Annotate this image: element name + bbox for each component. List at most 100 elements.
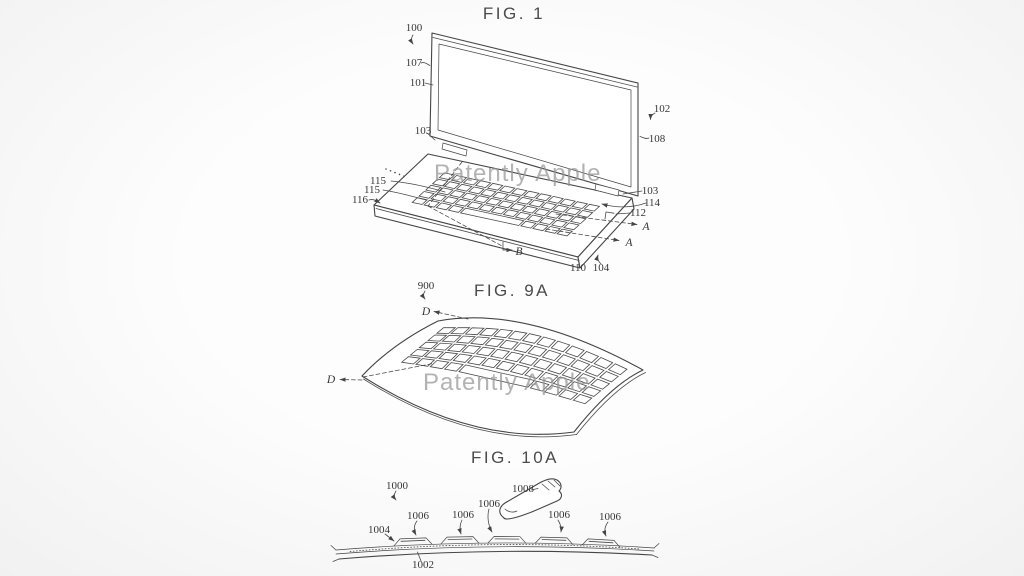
key bbox=[498, 185, 516, 194]
key bbox=[547, 195, 564, 204]
leader-lines bbox=[368, 34, 656, 265]
key bbox=[455, 335, 477, 344]
laptop-base bbox=[373, 153, 635, 269]
key bbox=[544, 226, 561, 234]
key bbox=[558, 389, 579, 400]
ref-1006-4: 1006 bbox=[548, 509, 571, 521]
ref-1008: 1008 bbox=[512, 483, 535, 495]
key bbox=[438, 351, 459, 361]
key bbox=[584, 365, 605, 377]
key bbox=[593, 357, 614, 369]
key bbox=[540, 202, 558, 210]
ref-102: 102 bbox=[654, 103, 671, 115]
watermark-fig9a: Patently Apple bbox=[423, 369, 590, 396]
key bbox=[435, 327, 457, 334]
ref-114: 114 bbox=[644, 197, 661, 209]
key bbox=[575, 373, 596, 385]
ref-1006-5: 1006 bbox=[599, 511, 622, 523]
key bbox=[538, 371, 559, 384]
key bbox=[470, 336, 491, 346]
key bbox=[550, 340, 571, 353]
key bbox=[572, 393, 593, 405]
key-bump bbox=[400, 539, 426, 542]
hinge-right bbox=[594, 183, 620, 197]
curved-keyboard-grid bbox=[400, 327, 628, 405]
figure-1-title: FIG. 1 bbox=[483, 4, 545, 23]
keyboard-grid bbox=[411, 172, 601, 237]
key bbox=[442, 196, 460, 205]
key bbox=[521, 333, 542, 344]
key bbox=[461, 192, 478, 201]
key bbox=[438, 172, 456, 181]
curved-panel bbox=[361, 317, 646, 438]
key bbox=[521, 205, 539, 214]
key bbox=[449, 190, 466, 198]
key bbox=[564, 207, 582, 216]
key bbox=[552, 204, 570, 213]
section-a-label-2: A bbox=[624, 237, 633, 249]
key bbox=[510, 188, 528, 196]
ref-101: 101 bbox=[410, 77, 427, 89]
key bbox=[547, 363, 568, 375]
key bbox=[462, 177, 480, 186]
key bbox=[545, 210, 563, 219]
key bbox=[607, 363, 628, 376]
key bbox=[520, 220, 537, 229]
key bbox=[424, 184, 442, 193]
key bbox=[570, 359, 591, 372]
figure-10a-title: FIG. 10A bbox=[471, 448, 559, 467]
key bbox=[458, 364, 536, 388]
ref-100: 100 bbox=[406, 22, 423, 34]
key bbox=[538, 217, 556, 225]
ref-900: 900 bbox=[418, 280, 435, 292]
key bbox=[446, 343, 468, 353]
key bbox=[513, 342, 534, 353]
key-bump bbox=[393, 537, 433, 547]
key bbox=[466, 201, 484, 210]
ref-116: 116 bbox=[352, 194, 369, 206]
mic-dots bbox=[385, 168, 405, 177]
section-lines bbox=[427, 161, 638, 253]
hinge-left bbox=[441, 142, 468, 157]
key bbox=[450, 175, 468, 183]
key bbox=[484, 337, 505, 348]
key bbox=[455, 183, 473, 192]
section-b-label: B bbox=[515, 246, 522, 258]
key bbox=[486, 182, 504, 191]
key bbox=[466, 355, 487, 366]
key bbox=[561, 367, 582, 380]
key bbox=[550, 219, 568, 228]
figure-9a-curved-panel: FIG. 9A 900 D D Patently Apple bbox=[326, 280, 646, 438]
ref-108: 108 bbox=[649, 133, 666, 145]
key bbox=[559, 198, 577, 207]
key bbox=[478, 327, 500, 337]
key bbox=[543, 384, 564, 396]
key bbox=[431, 178, 449, 187]
key-bump bbox=[534, 536, 574, 546]
key bbox=[435, 202, 453, 211]
key bbox=[441, 334, 462, 343]
membrane-layers bbox=[330, 542, 660, 562]
key bbox=[429, 360, 450, 370]
ref-115-b: 115 bbox=[364, 184, 381, 196]
key bbox=[509, 203, 527, 211]
key bbox=[423, 350, 445, 359]
ref-1000: 1000 bbox=[386, 480, 409, 492]
ref-1006-2: 1006 bbox=[452, 509, 475, 521]
key-bumps bbox=[393, 536, 621, 548]
key bbox=[485, 197, 503, 206]
ref-1004: 1004 bbox=[368, 524, 391, 536]
key bbox=[569, 216, 587, 224]
ref-1002: 1002 bbox=[412, 559, 434, 571]
key bbox=[443, 362, 464, 372]
key bbox=[490, 206, 508, 215]
key bbox=[526, 214, 544, 223]
key bbox=[581, 386, 602, 397]
key-bump bbox=[440, 536, 480, 545]
key bbox=[507, 330, 528, 341]
key bbox=[443, 181, 461, 190]
key bbox=[532, 223, 549, 232]
leader-lines-10a bbox=[384, 488, 609, 562]
key bbox=[564, 345, 585, 358]
reference-labels: 100 107 101 103 102 108 103 114 112 115 … bbox=[352, 22, 670, 274]
